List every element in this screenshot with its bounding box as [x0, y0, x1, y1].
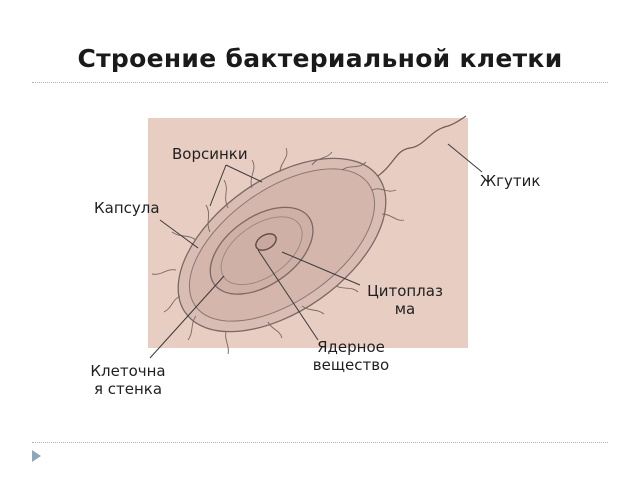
- page-title: Строение бактериальной клетки: [77, 44, 563, 73]
- slide-bullet-icon: [32, 450, 41, 462]
- label-capsule: Капсула: [94, 199, 160, 217]
- label-cytoplasm-line1: Цитоплаз: [367, 282, 443, 300]
- label-villi: Ворсинки: [172, 145, 248, 163]
- flagellum-shape: [374, 115, 467, 179]
- footer-separator: [32, 442, 608, 443]
- inner-ring-shape: [220, 216, 303, 286]
- pili-group: [151, 147, 405, 355]
- nucleoid-shape: [255, 233, 277, 251]
- label-cytoplasm: Цитоплаз ма: [358, 282, 452, 318]
- label-wall-line2: я стенка: [93, 380, 163, 398]
- leader-lines: [149, 143, 483, 359]
- label-cytoplasm-line2: ма: [394, 300, 416, 318]
- label-nuclear-line2: вещество: [312, 356, 390, 374]
- label-nuclear-substance: Ядерное вещество: [298, 338, 404, 374]
- title-separator: [32, 82, 608, 83]
- label-wall-line1: Клеточна: [90, 362, 166, 380]
- label-cell-wall: Клеточна я стенка: [78, 362, 178, 398]
- label-nuclear-line1: Ядерное: [317, 338, 385, 356]
- label-flagellum: Жгутик: [480, 172, 541, 190]
